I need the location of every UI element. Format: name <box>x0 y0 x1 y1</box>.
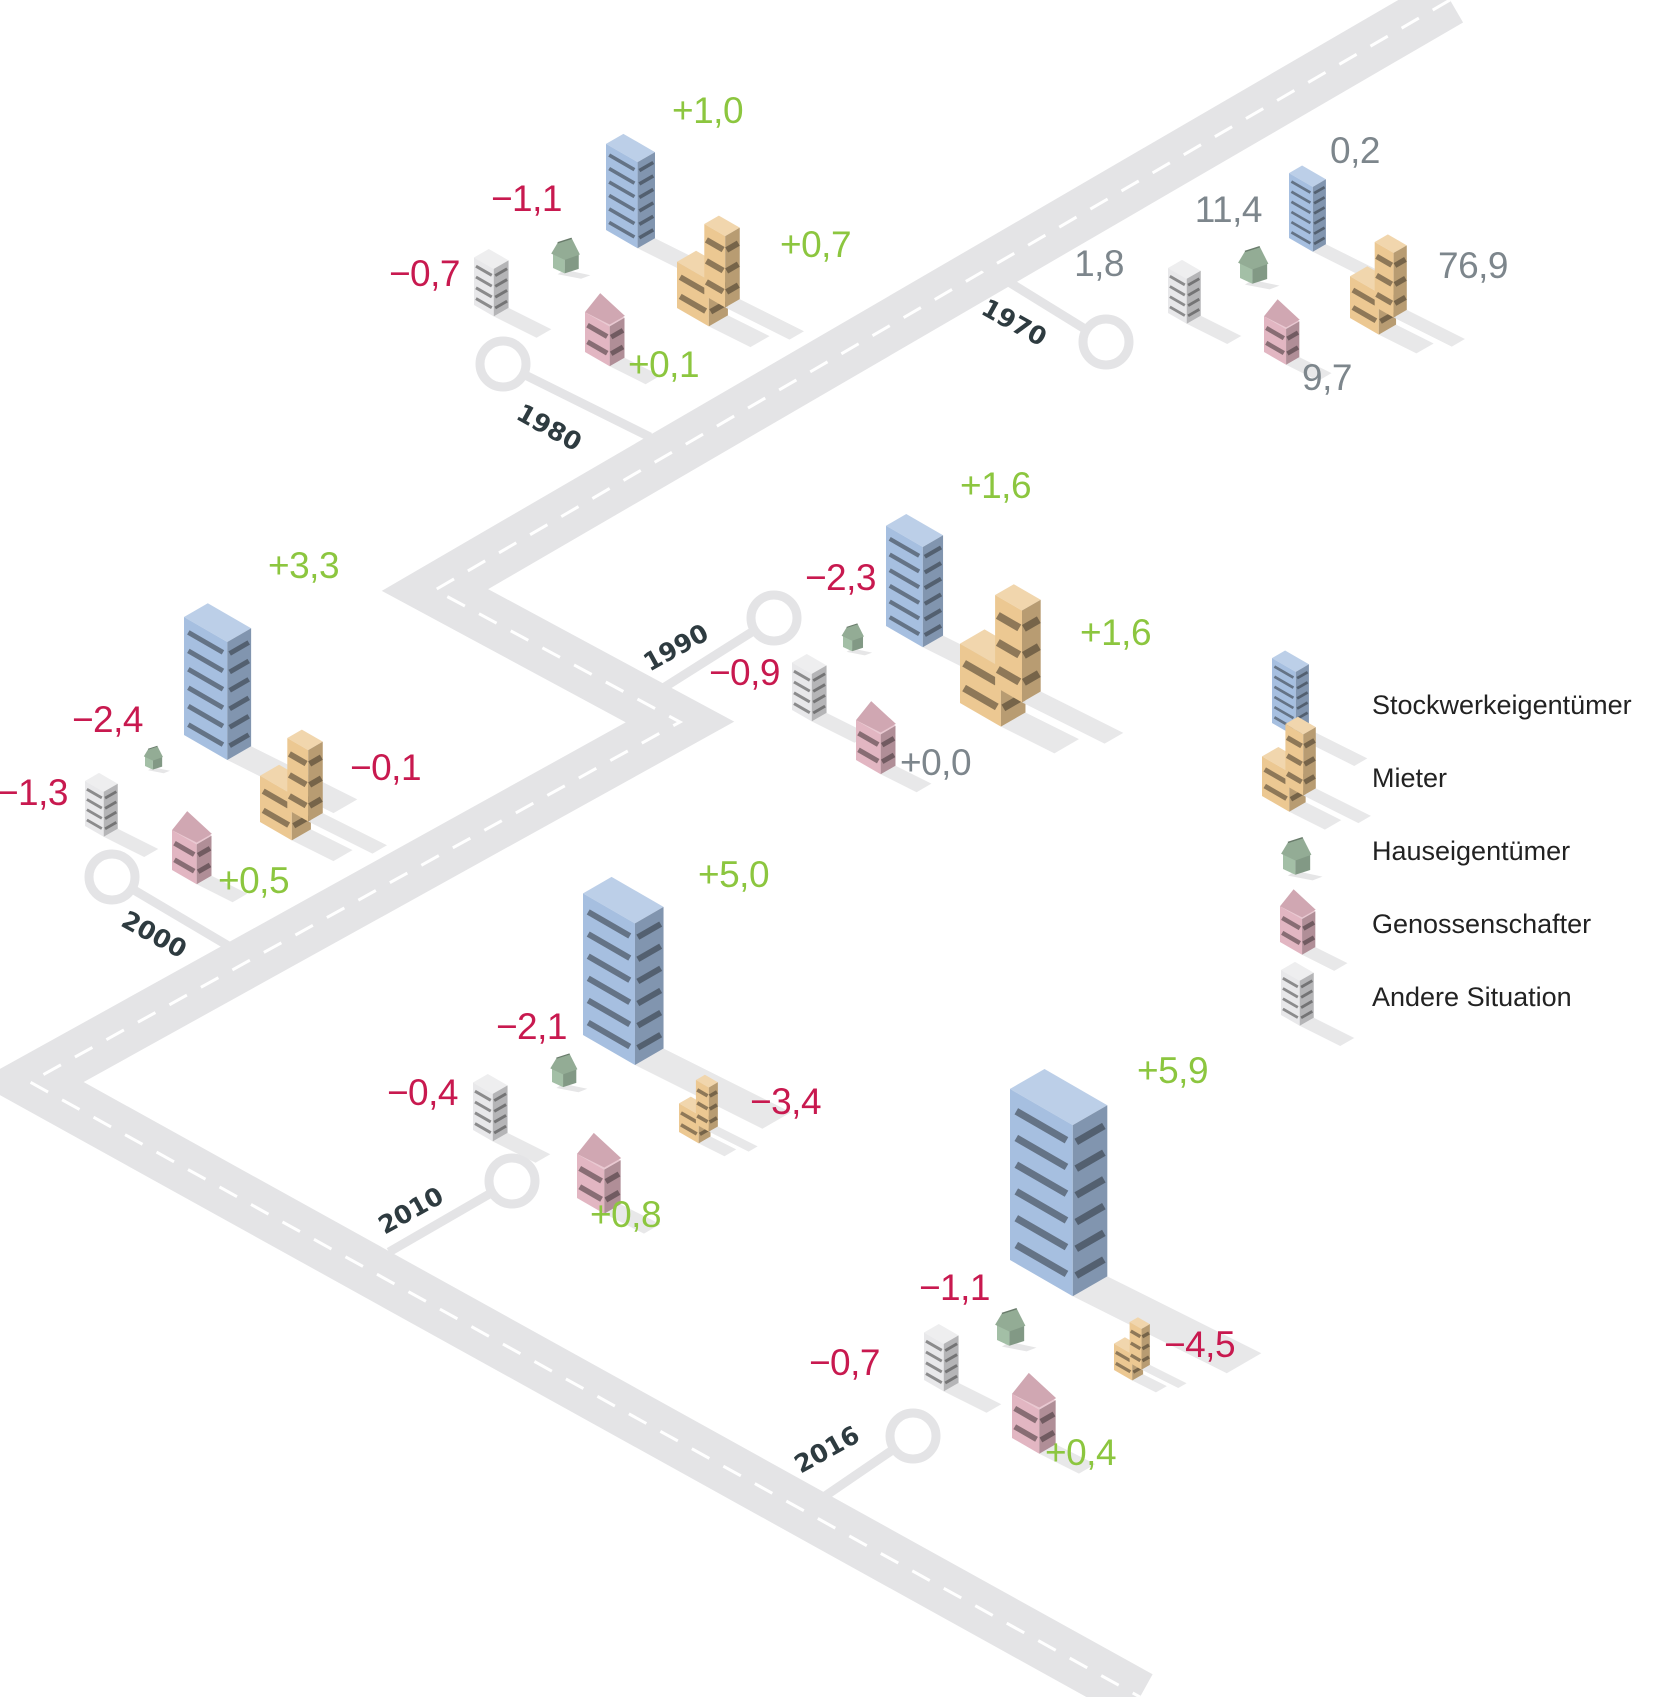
value-genossen: +0,8 <box>590 1194 661 1235</box>
mieter-legend-icon <box>1262 716 1371 830</box>
year-label: 2016 <box>789 1420 864 1479</box>
value-andere: −1,3 <box>0 772 68 813</box>
andere-building-icon <box>1168 259 1242 345</box>
value-haus: −2,4 <box>72 699 143 740</box>
value-andere: −0,9 <box>709 652 780 693</box>
value-stockwerk: +1,6 <box>960 465 1031 506</box>
road-surface <box>0 0 1464 1697</box>
milestone-marker <box>84 849 140 905</box>
mieter-building-icon <box>1114 1317 1187 1393</box>
value-andere: −0,7 <box>389 253 460 294</box>
value-genossen: +0,4 <box>1045 1432 1116 1473</box>
value-andere: −0,4 <box>387 1072 458 1113</box>
haus-building-icon <box>1238 245 1280 290</box>
mieter-building-icon <box>1350 234 1465 354</box>
mieter-building-icon <box>677 215 805 348</box>
value-andere: 1,8 <box>1074 243 1124 284</box>
road <box>0 0 1464 1697</box>
haus-legend-icon <box>1281 836 1323 881</box>
value-haus: −1,1 <box>491 178 562 219</box>
value-stockwerk: 0,2 <box>1330 130 1380 171</box>
value-haus: −2,1 <box>496 1006 567 1047</box>
genossen-building-icon <box>1012 1372 1096 1474</box>
genossen-building-icon <box>577 1132 661 1234</box>
milestone-2000: 2000+3,3−2,4−1,3−0,1+0,5 <box>0 545 422 964</box>
legend-label: Mieter <box>1372 763 1447 793</box>
value-mieter: +0,7 <box>780 224 851 265</box>
haus-building-icon <box>143 745 170 774</box>
value-haus: 11,4 <box>1195 189 1262 230</box>
andere-legend-icon <box>1281 961 1355 1047</box>
genossen-building-icon <box>856 701 932 793</box>
value-andere: −0,7 <box>809 1342 880 1383</box>
value-mieter: +1,6 <box>1080 612 1151 653</box>
legend-label: Stockwerkeigentümer <box>1372 690 1632 720</box>
value-stockwerk: +3,3 <box>268 545 339 586</box>
haus-building-icon <box>551 237 591 279</box>
value-haus: −1,1 <box>919 1267 990 1308</box>
milestone-2010: 2010 +5,0 −2,1 −0,4 −3,4 +0,8 <box>373 854 822 1256</box>
value-genossen: +0,5 <box>218 860 289 901</box>
andere-building-icon <box>474 248 552 338</box>
haus-building-icon <box>995 1307 1037 1352</box>
legend-item-haus: Hauseigentümer <box>1281 836 1570 881</box>
milestone-marker <box>885 1408 941 1464</box>
value-stockwerk: +1,0 <box>672 90 743 131</box>
milestone-2016: 2016 +5,9 −1,1 −0,7 −4,5 +0,4 <box>789 1050 1262 1509</box>
year-label: 1980 <box>512 398 587 457</box>
legend-item-andere: Andere Situation <box>1281 961 1572 1047</box>
genossen-building-icon <box>585 293 661 385</box>
legend-label: Genossenschafter <box>1372 909 1591 939</box>
value-mieter: 76,9 <box>1438 245 1508 286</box>
legend: StockwerkeigentümerMieterHauseigentümerG… <box>1262 650 1632 1047</box>
value-mieter: −3,4 <box>750 1081 821 1122</box>
legend-label: Hauseigentümer <box>1372 836 1570 866</box>
andere-building-icon <box>924 1323 1002 1413</box>
road-marking <box>26 0 1451 1697</box>
legend-item-stockwerk: Stockwerkeigentümer <box>1272 650 1632 766</box>
mieter-building-icon <box>260 729 388 862</box>
year-label: 2010 <box>373 1181 448 1240</box>
genossen-building-icon <box>1264 299 1332 381</box>
stockwerk-building-icon <box>583 876 791 1129</box>
stockwerk-building-icon <box>1010 1068 1262 1374</box>
haus-building-icon <box>841 623 873 656</box>
value-stockwerk: +5,0 <box>698 854 769 895</box>
legend-label: Andere Situation <box>1372 982 1572 1012</box>
value-mieter: −0,1 <box>350 747 421 788</box>
haus-building-icon <box>550 1053 588 1093</box>
value-stockwerk: +5,9 <box>1137 1050 1208 1091</box>
mieter-building-icon <box>960 584 1124 754</box>
legend-item-mieter: Mieter <box>1262 716 1447 830</box>
genossen-legend-icon <box>1280 889 1348 971</box>
value-haus: −2,3 <box>805 557 876 598</box>
milestone-1990: 1990+1,6−2,3−0,9+1,6+0,0 <box>638 465 1152 793</box>
value-genossen: +0,1 <box>628 344 699 385</box>
milestone-1980: 1980 +1,0 −1,1 −0,7 +0,7 +0,1 <box>389 90 852 457</box>
stockwerk-building-icon <box>1289 165 1385 281</box>
value-genossen: 9,7 <box>1302 357 1352 398</box>
andere-building-icon <box>473 1073 551 1163</box>
milestone-stem <box>962 251 1109 346</box>
stockwerk-building-icon <box>184 603 358 814</box>
milestone-marker <box>484 1153 540 1209</box>
value-genossen: +0,0 <box>900 742 971 783</box>
andere-building-icon <box>85 772 159 858</box>
value-mieter: −4,5 <box>1164 1324 1235 1365</box>
andere-building-icon <box>792 653 870 743</box>
milestone-marker <box>475 336 531 392</box>
legend-item-genossen: Genossenschafter <box>1280 889 1591 971</box>
genossen-building-icon <box>172 811 248 903</box>
mieter-building-icon <box>679 1074 758 1157</box>
milestone-marker <box>1078 314 1134 370</box>
milestone-marker <box>746 590 802 646</box>
